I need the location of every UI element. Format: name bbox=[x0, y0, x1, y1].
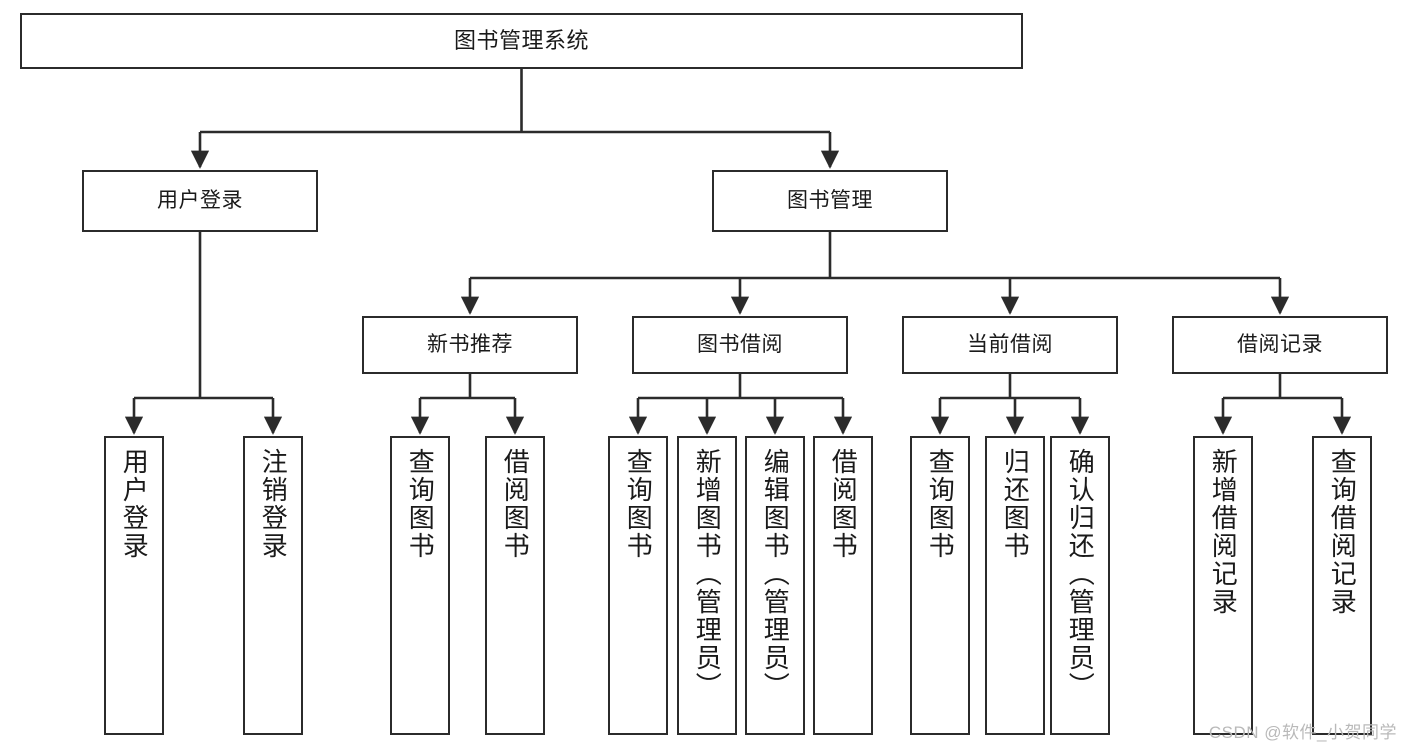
node-book-manage[interactable]: 图书管理 bbox=[712, 170, 948, 232]
node-book-borrow[interactable]: 图书借阅 bbox=[632, 316, 848, 374]
node-leaf-query-book-cur[interactable]: 查询图书 bbox=[910, 436, 970, 735]
node-user-login-label: 用户登录 bbox=[157, 188, 243, 212]
node-leaf-return-book-label: 归还图书 bbox=[1000, 448, 1031, 560]
node-leaf-confirm-return-label: 确认归还（管理员） bbox=[1065, 448, 1096, 700]
node-leaf-add-book[interactable]: 新增图书（管理员） bbox=[677, 436, 737, 735]
node-leaf-borrow-book-label: 借阅图书 bbox=[828, 448, 859, 560]
node-current-borrow-label: 当前借阅 bbox=[967, 332, 1053, 356]
node-leaf-edit-book-label: 编辑图书（管理员） bbox=[760, 448, 791, 700]
edge-trunk-root bbox=[200, 69, 830, 134]
node-leaf-query-book-borrow[interactable]: 查询图书 bbox=[608, 436, 668, 735]
node-leaf-confirm-return[interactable]: 确认归还（管理员） bbox=[1050, 436, 1110, 735]
node-leaf-user-login[interactable]: 用户登录 bbox=[104, 436, 164, 735]
node-leaf-add-record[interactable]: 新增借阅记录 bbox=[1193, 436, 1253, 735]
node-user-login[interactable]: 用户登录 bbox=[82, 170, 318, 232]
node-leaf-query-record-label: 查询借阅记录 bbox=[1327, 448, 1358, 616]
node-leaf-return-book[interactable]: 归还图书 bbox=[985, 436, 1045, 735]
edge-trunk-user-login bbox=[134, 232, 273, 400]
node-leaf-logout[interactable]: 注销登录 bbox=[243, 436, 303, 735]
node-leaf-query-book-borrow-label: 查询图书 bbox=[623, 448, 654, 560]
node-leaf-add-book-label: 新增图书（管理员） bbox=[692, 448, 723, 700]
edge-trunk-new-book-rec bbox=[420, 374, 515, 400]
node-book-borrow-label: 图书借阅 bbox=[697, 332, 783, 356]
edge-trunk-borrow-record bbox=[1223, 374, 1342, 400]
node-leaf-query-record[interactable]: 查询借阅记录 bbox=[1312, 436, 1372, 735]
node-leaf-borrow-book[interactable]: 借阅图书 bbox=[813, 436, 873, 735]
node-leaf-borrow-book-rec-label: 借阅图书 bbox=[500, 448, 531, 560]
node-leaf-query-book-cur-label: 查询图书 bbox=[925, 448, 956, 560]
node-root-label: 图书管理系统 bbox=[453, 28, 589, 54]
node-leaf-logout-label: 注销登录 bbox=[258, 448, 289, 560]
node-new-book-rec-label: 新书推荐 bbox=[427, 332, 513, 356]
node-new-book-rec[interactable]: 新书推荐 bbox=[362, 316, 578, 374]
node-root[interactable]: 图书管理系统 bbox=[20, 13, 1023, 69]
node-leaf-query-book-rec-label: 查询图书 bbox=[405, 448, 436, 560]
node-leaf-borrow-book-rec[interactable]: 借阅图书 bbox=[485, 436, 545, 735]
edge-trunk-book-borrow bbox=[638, 374, 843, 400]
edge-trunk-current-borrow bbox=[940, 374, 1080, 400]
node-borrow-record-label: 借阅记录 bbox=[1237, 332, 1323, 356]
node-leaf-add-record-label: 新增借阅记录 bbox=[1208, 448, 1239, 616]
node-leaf-query-book-rec[interactable]: 查询图书 bbox=[390, 436, 450, 735]
node-book-manage-label: 图书管理 bbox=[787, 188, 873, 212]
edge-trunk-book-manage bbox=[470, 232, 1280, 280]
node-leaf-user-login-label: 用户登录 bbox=[119, 448, 150, 560]
node-borrow-record[interactable]: 借阅记录 bbox=[1172, 316, 1388, 374]
csdn-watermark: CSDN @软件_小贺同学 bbox=[1208, 723, 1397, 742]
node-current-borrow[interactable]: 当前借阅 bbox=[902, 316, 1118, 374]
node-leaf-edit-book[interactable]: 编辑图书（管理员） bbox=[745, 436, 805, 735]
